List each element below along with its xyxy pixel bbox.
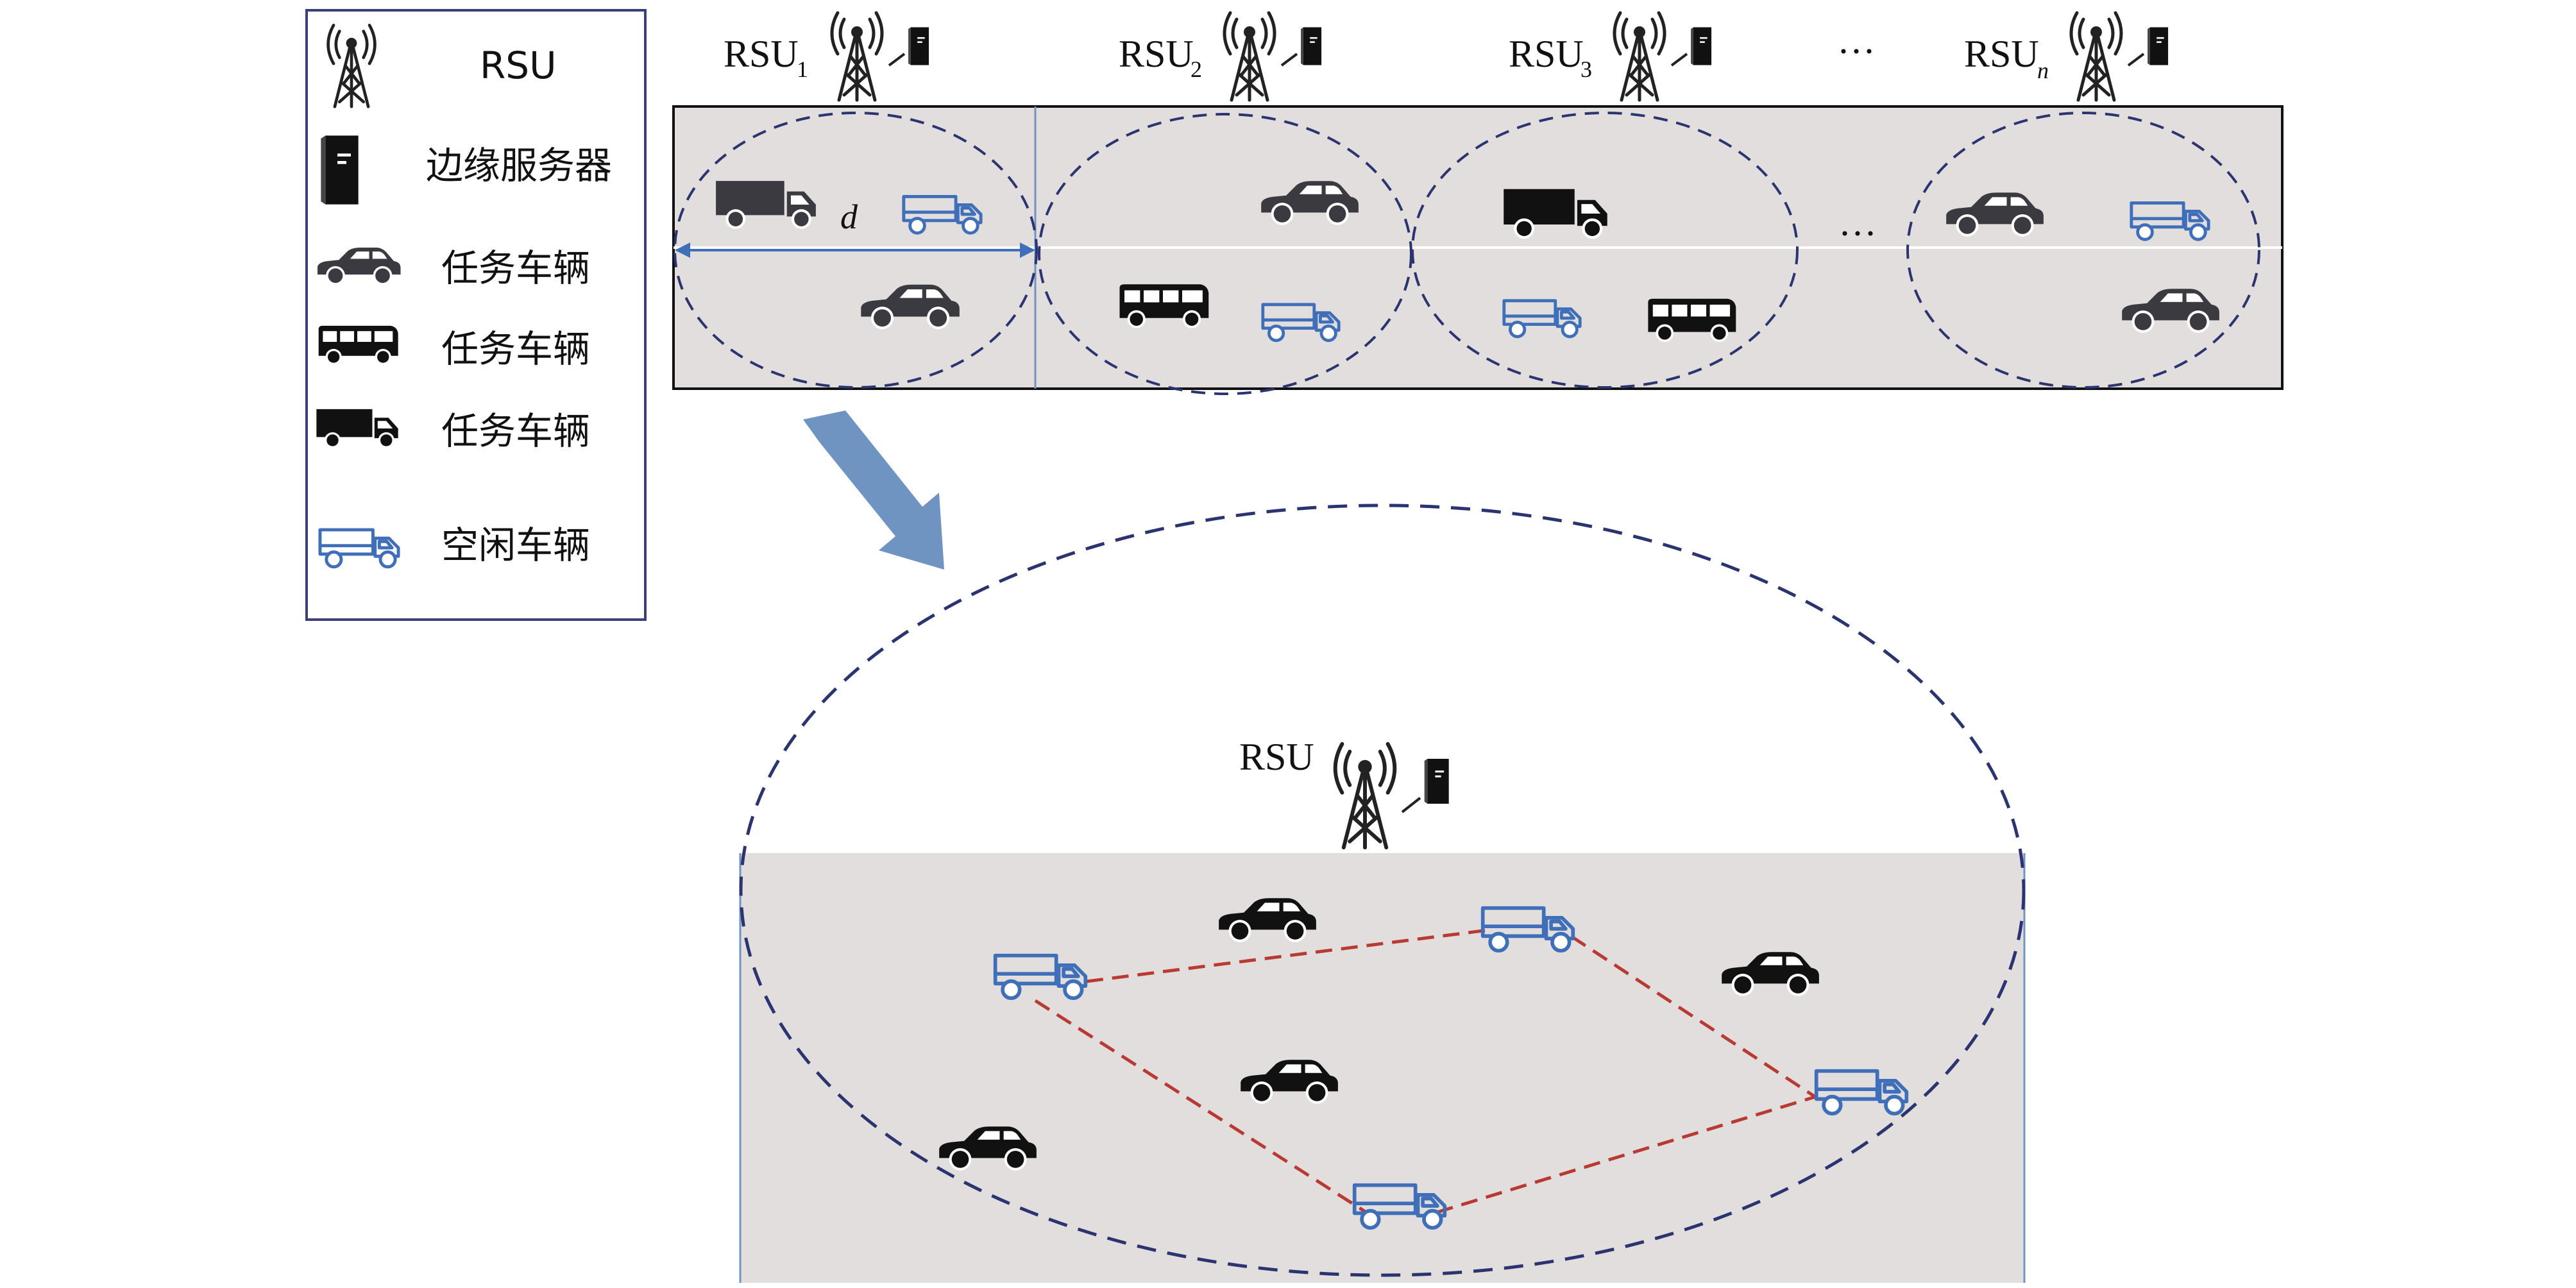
distance-arrow [675, 242, 1035, 258]
v2v-links [1034, 928, 1817, 1214]
edge-server-icon [1690, 26, 1713, 66]
edge-server-icon [1300, 26, 1323, 66]
detail-view: RSU [739, 504, 2026, 1283]
coverage-ellipse-rsu-1 [674, 112, 1038, 389]
legend-box [305, 9, 647, 621]
rsu-label: RSU [1964, 33, 2039, 75]
detail-rsu-label: RSU [1239, 736, 1314, 778]
road-strip: d ··· [672, 105, 2284, 395]
detail-coverage-ellipse [739, 504, 2026, 1277]
legend: RSU 边缘服务器 任务车辆 任务车辆 任务车辆 空闲车辆 [305, 9, 647, 621]
legend-label-task-car: 任务车辆 [441, 246, 590, 290]
antenna-tower-icon [1335, 744, 1395, 847]
coverage-ellipse-rsu-2 [1038, 113, 1412, 395]
legend-label-edge-server: 边缘服务器 [426, 144, 612, 187]
rsu-label: RSU [1509, 33, 1584, 75]
detail-road [740, 853, 2024, 1283]
rsu-label: RSU [1119, 33, 1194, 75]
rsu-2: RSU 2 [1119, 13, 1323, 100]
rsu-subscript: 3 [1580, 56, 1592, 82]
antenna-tower-icon [2071, 13, 2121, 100]
rsu-1: RSU 1 [724, 13, 930, 100]
edge-server-icon [907, 26, 930, 66]
rsu-ellipsis: ··· [1837, 30, 1876, 72]
edge-server-icon [1423, 758, 1450, 805]
rsu-n: RSU n [1964, 13, 2169, 100]
coverage-ellipse-rsu-3 [1411, 112, 1799, 389]
edge-server-icon [321, 135, 358, 204]
rsu-3: RSU 3 [1509, 13, 1713, 100]
rsu-subscript: 2 [1191, 56, 1202, 82]
distance-label: d [840, 198, 858, 236]
legend-label-task-truck: 任务车辆 [441, 409, 590, 453]
zoom-arrow [803, 411, 944, 570]
legend-label-idle-vehicle: 空闲车辆 [441, 523, 590, 567]
rsu-label: RSU [724, 33, 799, 75]
legend-label-task-bus: 任务车辆 [441, 327, 590, 371]
legend-label-rsu: RSU [480, 44, 557, 87]
antenna-tower-icon [832, 13, 882, 100]
rsu-subscript: 1 [797, 56, 808, 82]
rsu-subscript: n [2037, 58, 2049, 83]
road-ellipsis: ··· [1838, 212, 1877, 255]
antenna-tower-icon [1224, 13, 1275, 100]
antenna-tower-icon [1614, 13, 1665, 100]
top-rsu-row: RSU 1 RSU 2 RSU 3 ··· RSU n [724, 13, 2169, 100]
edge-server-icon [2146, 26, 2169, 66]
coverage-ellipse-rsu-n [1906, 112, 2260, 389]
